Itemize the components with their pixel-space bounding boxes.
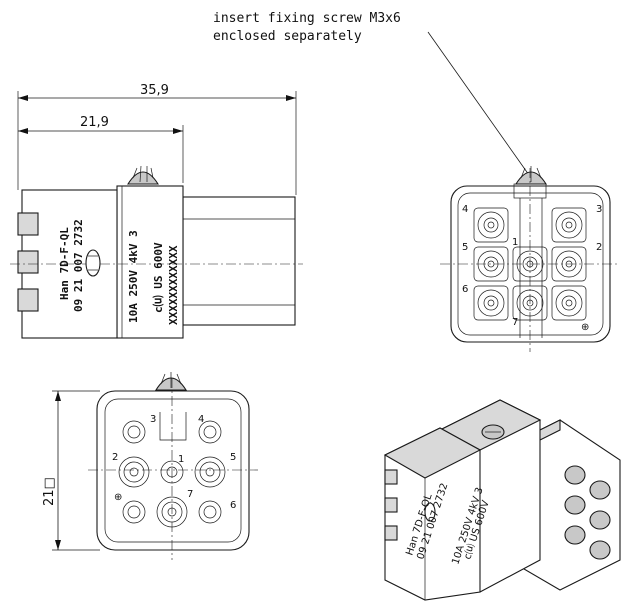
front-view: 21□ 3 4 2 5 1 7 6 ⊕ bbox=[42, 372, 258, 560]
side-tooth-3 bbox=[17, 288, 39, 312]
callout-leader bbox=[427, 31, 530, 176]
front-num-7: 7 bbox=[187, 489, 193, 500]
rear-view: 4 3 5 2 6 1 7 ⊕ bbox=[440, 166, 620, 352]
side-logo bbox=[85, 249, 101, 277]
dimension-overall-length: 35,9 bbox=[17, 83, 297, 195]
rear-num-3: 3 bbox=[596, 204, 602, 215]
rear-contacts bbox=[473, 207, 587, 321]
front-outer bbox=[96, 390, 250, 551]
front-earth-icon: ⊕ bbox=[114, 492, 122, 503]
rear-num-1: 1 bbox=[512, 237, 518, 248]
iso-contacts bbox=[564, 465, 611, 560]
side-label-part-number: 09 21 007 2732 bbox=[72, 219, 85, 312]
rear-num-2: 2 bbox=[596, 242, 602, 253]
side-tooth-2 bbox=[17, 250, 39, 274]
dim-height-text: 21□ bbox=[42, 477, 57, 506]
side-label-rating: 10A 250V 4kV 3 bbox=[127, 230, 140, 323]
front-num-4: 4 bbox=[198, 414, 204, 425]
front-num-3: 3 bbox=[150, 414, 156, 425]
callout-line-2: enclosed separately bbox=[213, 29, 362, 44]
front-num-1: 1 bbox=[178, 454, 184, 465]
rear-num-6: 6 bbox=[462, 284, 468, 295]
dimension-body-length: 21,9 bbox=[18, 115, 184, 183]
front-num-5: 5 bbox=[230, 452, 236, 463]
isometric-view: Han 7D-F-QL 09 21 007 2732 10A 250V 4kV … bbox=[383, 399, 621, 601]
dim-body-text: 21,9 bbox=[80, 115, 109, 130]
callout-line-1: insert fixing screw M3x6 bbox=[213, 11, 401, 26]
side-label-serial: XXXXXXXXXXXX bbox=[167, 245, 180, 325]
front-contacts bbox=[118, 420, 226, 528]
rear-earth-icon: ⊕ bbox=[581, 322, 589, 333]
side-view: Han 7D-F-QL 09 21 007 2732 10A 250V 4kV … bbox=[10, 165, 303, 339]
rear-num-7: 7 bbox=[512, 317, 518, 328]
side-label-cert: c⒰ US 600V bbox=[151, 242, 165, 313]
side-tooth-1 bbox=[17, 212, 39, 236]
front-num-2: 2 bbox=[112, 452, 118, 463]
front-num-6: 6 bbox=[230, 500, 236, 511]
dim-overall-text: 35,9 bbox=[140, 83, 169, 98]
side-rear-body bbox=[182, 196, 296, 326]
side-screw-head bbox=[127, 171, 159, 185]
rear-num-4: 4 bbox=[462, 204, 468, 215]
rear-num-5: 5 bbox=[462, 242, 468, 253]
side-label-product: Han 7D-F-QL bbox=[58, 227, 71, 300]
